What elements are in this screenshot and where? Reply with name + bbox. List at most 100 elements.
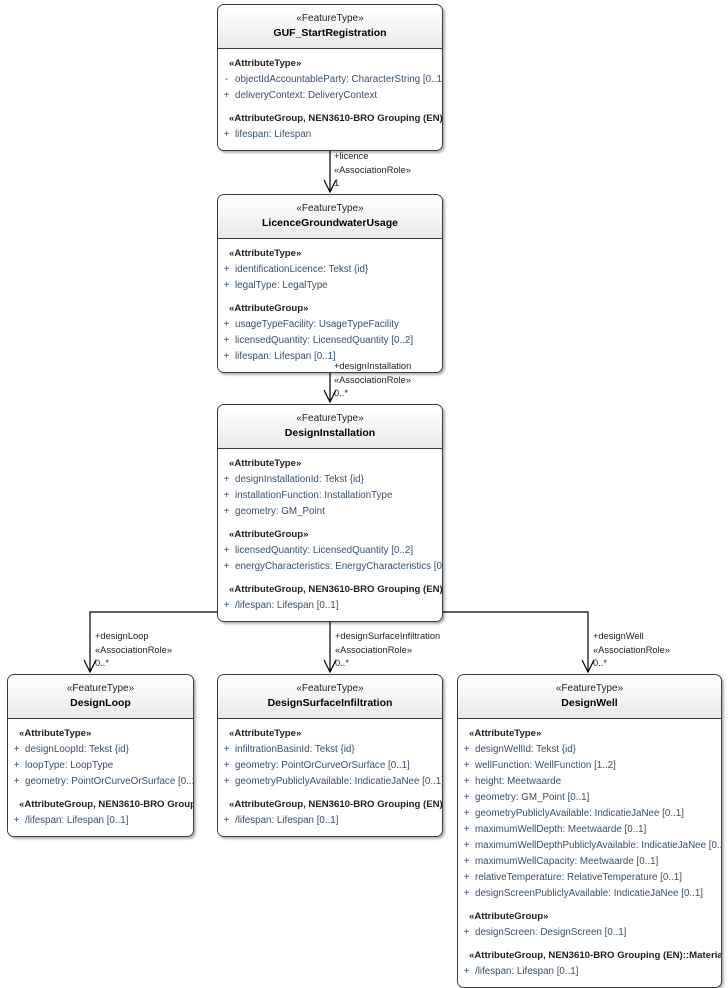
attribute-row: + deliveryContext: DeliveryContext (218, 88, 442, 104)
visibility-marker: + (463, 792, 470, 803)
class-body: «AttributeType» + designLoopId: Tekst {i… (8, 719, 193, 836)
attribute-row: + usageTypeFacility: UsageTypeFacility (218, 317, 442, 333)
attribute-row: - objectIdAccountableParty: CharacterStr… (218, 72, 442, 88)
visibility-marker: + (463, 927, 470, 938)
attribute-row: + /lifespan: Lifespan [0..1] (218, 598, 442, 614)
visibility-marker: + (223, 319, 230, 330)
attribute-text: usageTypeFacility: UsageTypeFacility (235, 319, 399, 330)
class-header: «FeatureType» DesignWell (458, 675, 721, 719)
class-body: «AttributeType» + designWellId: Tekst {i… (458, 719, 721, 987)
attribute-text: geometry: GM_Point [0..1] (475, 792, 590, 803)
class-stereotype: «FeatureType» (66, 683, 135, 694)
attribute-text: wellFunction: WellFunction [1..2] (475, 760, 616, 771)
attribute-text: /lifespan: Lifespan [0..1] (25, 815, 129, 826)
visibility-marker: + (13, 760, 20, 771)
attribute-row: + /lifespan: Lifespan [0..1] (8, 813, 193, 829)
class-body: «AttributeType» + designInstallationId: … (218, 449, 442, 621)
attribute-text: maximumWellCapacity: Meetwaarde [0..1] (475, 856, 659, 867)
class-box-designinstallation[interactable]: «FeatureType» DesignInstallation «Attrib… (217, 404, 443, 622)
attribute-text: maximumWellDepthPubliclyAvailable: Indic… (475, 840, 721, 851)
attribute-row: + /lifespan: Lifespan [0..1] (458, 964, 721, 980)
visibility-marker: + (463, 840, 470, 851)
class-name: DesignLoop (70, 697, 131, 709)
attribute-text: maximumWellDepth: Meetwaarde [0..1] (475, 824, 647, 835)
attribute-row: + licensedQuantity: LicensedQuantity [0.… (218, 333, 442, 349)
visibility-marker: + (463, 744, 470, 755)
association-stereotype: «AssociationRole» (95, 644, 173, 655)
visibility-marker: + (223, 744, 230, 755)
attribute-text: legalType: LegalType (235, 280, 328, 291)
attribute-row: + geometryPubliclyAvailable: IndicatieJa… (218, 774, 442, 790)
visibility-marker: + (223, 545, 230, 556)
visibility-marker: + (223, 506, 230, 517)
visibility-marker: + (463, 966, 470, 977)
class-name: DesignInstallation (284, 427, 376, 439)
visibility-marker: + (463, 776, 470, 787)
attribute-row: + legalType: LegalType (218, 278, 442, 294)
association-role-name: +designSurfaceInfiltration (335, 631, 441, 641)
attribute-row: + licensedQuantity: LicensedQuantity [0.… (218, 543, 442, 559)
class-header: «FeatureType» DesignInstallation (218, 405, 442, 449)
attribute-text: designLoopId: Tekst {id} (25, 744, 129, 755)
attribute-text: licensedQuantity: LicensedQuantity [0..2… (235, 335, 414, 346)
attribute-row: + geometryPubliclyAvailable: IndicatieJa… (458, 806, 721, 822)
class-box-designsurfaceinfiltration[interactable]: «FeatureType» DesignSurfaceInfiltration … (217, 674, 443, 837)
attribute-text: height: Meetwaarde (475, 776, 562, 787)
attribute-group-label: «AttributeType» (469, 728, 542, 739)
visibility-marker: + (223, 264, 230, 275)
association-label-designinstallation: +designInstallation «AssociationRole» 0.… (334, 360, 411, 400)
visibility-marker: - (224, 74, 229, 85)
association-multiplicity: 0..* (95, 658, 109, 668)
visibility-marker: + (463, 808, 470, 819)
visibility-marker: + (463, 856, 470, 867)
class-header: «FeatureType» DesignLoop (8, 675, 193, 719)
visibility-marker: + (13, 815, 20, 826)
attribute-row: + designScreenPubliclyAvailable: Indicat… (458, 886, 721, 902)
attribute-group-label: «AttributeGroup» (469, 911, 549, 922)
association-stereotype: «AssociationRole» (335, 644, 413, 655)
visibility-marker: + (13, 744, 20, 755)
class-box-designloop[interactable]: «FeatureType» DesignLoop «AttributeType»… (7, 674, 194, 837)
class-box-guf-startregistration[interactable]: «FeatureType» GUF_StartRegistration «Att… (217, 4, 443, 151)
attribute-group-label: «AttributeType» (19, 728, 92, 739)
attribute-text: infiltrationBasinId: Tekst {id} (235, 744, 355, 755)
attribute-text: identificationLicence: Tekst {id} (235, 264, 369, 275)
attribute-text: loopType: LoopType (25, 760, 114, 771)
attribute-text: licensedQuantity: LicensedQuantity [0..2… (235, 545, 414, 556)
association-multiplicity: 1 (334, 178, 340, 188)
visibility-marker: + (463, 824, 470, 835)
visibility-marker: + (223, 90, 230, 101)
class-stereotype: «FeatureType» (296, 683, 364, 694)
attribute-row: + maximumWellDepthPubliclyAvailable: Ind… (458, 838, 721, 854)
visibility-marker: + (223, 561, 230, 572)
attribute-text: objectIdAccountableParty: CharacterStrin… (235, 74, 442, 85)
attribute-row: + loopType: LoopType (8, 758, 193, 774)
attribute-text: deliveryContext: DeliveryContext (235, 90, 378, 101)
class-stereotype: «FeatureType» (296, 413, 364, 424)
association-stereotype: «AssociationRole» (593, 644, 671, 655)
visibility-marker: + (223, 474, 230, 485)
attribute-text: designInstallationId: Tekst {id} (235, 474, 364, 485)
association-role-name: +designInstallation (334, 361, 412, 371)
attribute-text: geometryPubliclyAvailable: IndicatieJaNe… (235, 776, 442, 787)
attribute-row: + /lifespan: Lifespan [0..1] (218, 813, 442, 829)
class-box-licencegroundwaterusage[interactable]: «FeatureType» LicenceGroundwaterUsage «A… (217, 194, 443, 373)
class-stereotype: «FeatureType» (296, 203, 364, 214)
attribute-row: + maximumWellDepth: Meetwaarde [0..1] (458, 822, 721, 838)
attribute-group-label: «AttributeGroup, NEN3610-BRO Grouping (E… (229, 584, 442, 595)
association-multiplicity: 0..* (334, 388, 348, 398)
visibility-marker: + (13, 776, 20, 787)
class-header: «FeatureType» DesignSurfaceInfiltration (218, 675, 442, 719)
visibility-marker: + (463, 872, 470, 883)
association-role-name: +designLoop (95, 631, 149, 641)
attribute-text: /lifespan: Lifespan [0..1] (475, 966, 579, 977)
visibility-marker: + (463, 760, 470, 771)
attribute-group-label: «AttributeType» (229, 248, 302, 259)
class-box-designwell[interactable]: «FeatureType» DesignWell «AttributeType»… (457, 674, 722, 988)
attribute-row: + designLoopId: Tekst {id} (8, 742, 193, 758)
visibility-marker: + (223, 760, 230, 771)
visibility-marker: + (223, 490, 230, 501)
attribute-text: geometry: GM_Point (235, 506, 325, 517)
attribute-text: lifespan: Lifespan (235, 129, 312, 140)
attribute-group-label: «AttributeType» (229, 458, 302, 469)
